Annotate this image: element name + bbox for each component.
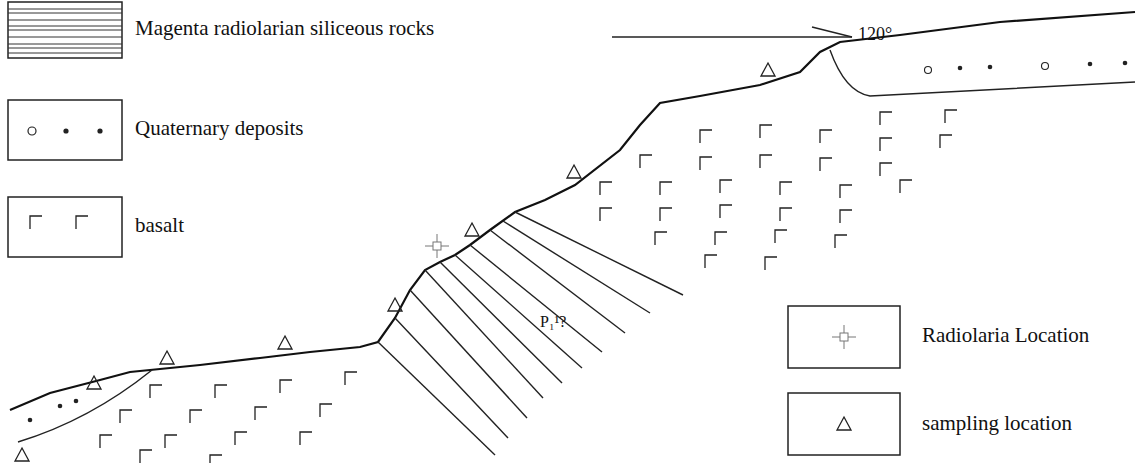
legend-text: Radiolaria Location — [922, 323, 1089, 348]
bearing-label: 120° — [858, 24, 892, 46]
legend-text: Magenta radiolarian siliceous rocks — [135, 16, 434, 41]
legend-box — [788, 306, 900, 368]
stratum-label: P₁¹? — [540, 312, 566, 331]
legend-box — [8, 100, 122, 160]
legend-text: Quaternary deposits — [135, 116, 304, 141]
legend-text: sampling location — [922, 411, 1072, 436]
legend-box — [8, 197, 122, 257]
legend-box — [8, 2, 122, 58]
legend-text: basalt — [135, 213, 184, 238]
legend-box — [788, 393, 900, 455]
